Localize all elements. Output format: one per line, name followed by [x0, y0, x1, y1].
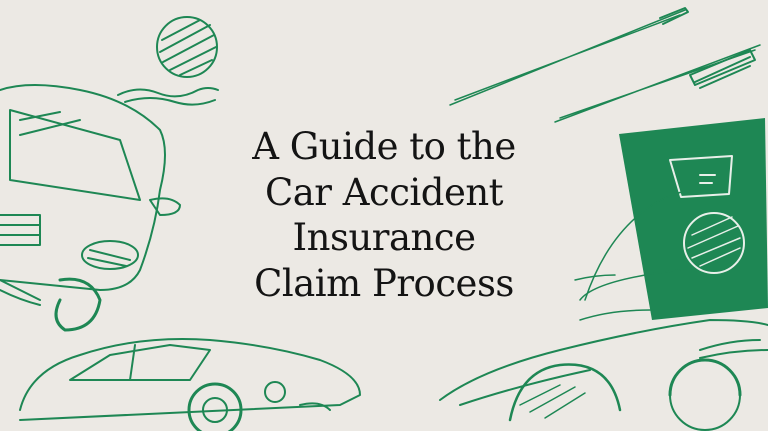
- title-line: A Guide to the: [252, 125, 516, 168]
- car-left-sketch: [0, 84, 181, 332]
- title-line: Claim Process: [254, 261, 514, 305]
- title-line: Insurance: [292, 216, 476, 259]
- green-document-panel: [619, 118, 768, 320]
- hatched-circle-top: [156, 16, 218, 78]
- scribble-top-left: [117, 87, 219, 106]
- car-right-sketch: [439, 189, 768, 431]
- title-line: Car Accident: [264, 170, 504, 214]
- car-bottom-left-sketch: [19, 338, 361, 431]
- pen-strokes-top-right: [449, 7, 761, 123]
- page-title: A Guide to the Car Accident Insurance Cl…: [184, 124, 584, 306]
